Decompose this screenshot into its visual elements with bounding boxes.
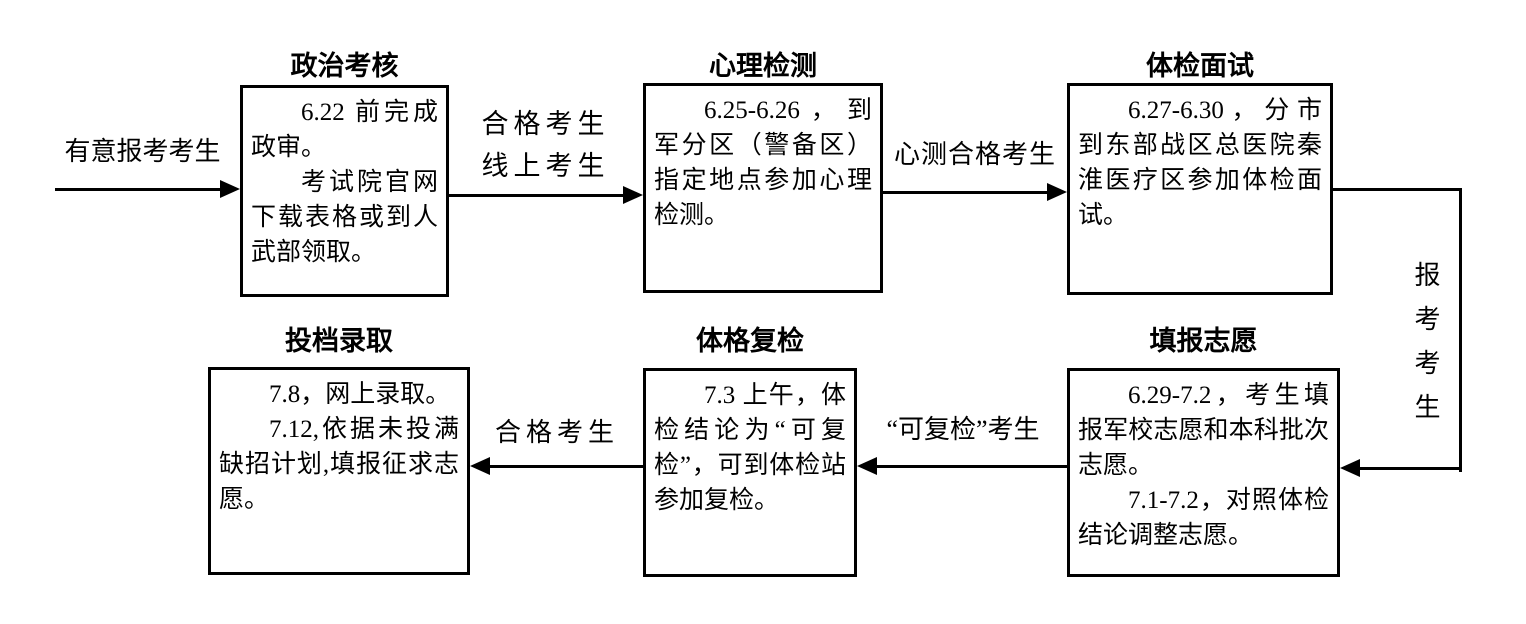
arrow-to-psych-head-icon — [623, 186, 643, 204]
step-text: 7.12,依据未投满缺招计划,填报征求志愿。 — [219, 416, 459, 513]
arrow-to-admission-head-icon — [470, 457, 490, 475]
step-box-file-admission: 7.8，网上录取。 7.12,依据未投满缺招计划,填报征求志愿。 — [208, 367, 470, 575]
arrow-start-head-icon — [220, 180, 240, 198]
step-title-file-admission: 投档录取 — [285, 326, 393, 356]
step-box-physical-exam-interview: 6.27-6.30，分市到东部战区总医院秦淮医疗区参加体检面试。 — [1067, 83, 1333, 295]
edge-label-applicants: 报考考生 — [1411, 261, 1440, 437]
connector-vertical-line — [1459, 188, 1462, 472]
step-title-physical-exam-interview: 体检面试 — [1146, 51, 1254, 81]
step-text: 6.27-6.30，分市到东部战区总医院秦淮医疗区参加体检面试。 — [1078, 97, 1322, 229]
arrow-to-physical-head-icon — [1047, 183, 1067, 201]
step-box-psychological-test: 6.25-6.26，到军分区（警备区）指定地点参加心理检测。 — [643, 83, 883, 293]
edge-label-start: 有意报考考生 — [64, 137, 221, 166]
arrow-to-admission-line — [490, 465, 643, 468]
step-text: 6.22 前完成政审。 — [251, 99, 438, 161]
arrow-start-line — [55, 188, 222, 191]
connector-top-line — [1333, 188, 1462, 191]
step-text: 7.8，网上录取。 — [269, 381, 451, 408]
step-text: 考试院官网下载表格或到人武部领取。 — [251, 169, 438, 266]
step-box-fill-preferences: 6.29-7.2，考生填报军校志愿和本科批次志愿。 7.1-7.2，对照体检结论… — [1067, 368, 1340, 577]
edge-label-recheck-candidates: “可复检”考生 — [886, 415, 1040, 444]
step-title-psychological-test: 心理检测 — [709, 51, 817, 81]
edge-label-line1: 合格考生 — [481, 109, 610, 139]
step-title-physical-recheck: 体格复检 — [696, 326, 804, 356]
edge-label-qualified: 合格考生 — [494, 418, 619, 447]
edge-label-line2: 线上考生 — [481, 151, 610, 181]
step-box-physical-recheck: 7.3 上午，体检结论为“可复检”，可到体检站参加复检。 — [643, 368, 857, 577]
edge-label-qualified-online: 合格考生 线上考生 — [468, 103, 623, 187]
step-text: 7.1-7.2，对照体检结论调整志愿。 — [1078, 487, 1329, 549]
arrow-to-physical-line — [883, 191, 1049, 194]
step-title-fill-preferences: 填报志愿 — [1149, 326, 1258, 356]
arrow-to-recheck-head-icon — [857, 457, 877, 475]
step-text: 7.3 上午，体检结论为“可复检”，可到体检站参加复检。 — [654, 382, 846, 514]
connector-head-icon — [1340, 459, 1360, 477]
step-box-political-review: 6.22 前完成政审。 考试院官网下载表格或到人武部领取。 — [240, 85, 449, 297]
edge-label-psych-qualified: 心测合格考生 — [893, 140, 1056, 169]
step-text: 6.25-6.26，到军分区（警备区）指定地点参加心理检测。 — [654, 97, 872, 229]
step-text: 6.29-7.2，考生填报军校志愿和本科批次志愿。 — [1078, 382, 1329, 479]
connector-bottom-line — [1360, 467, 1462, 470]
arrow-to-psych-line — [449, 194, 625, 197]
step-title-political-review: 政治考核 — [290, 51, 399, 81]
arrow-to-recheck-line — [877, 465, 1067, 468]
